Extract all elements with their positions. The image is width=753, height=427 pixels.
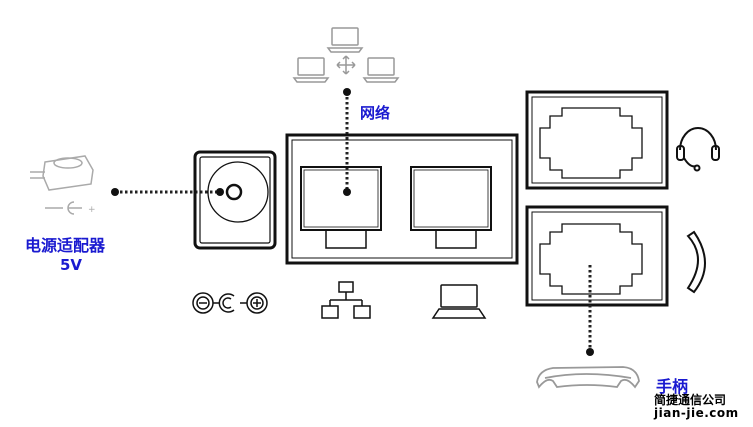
- ethernet-ports-module: [285, 133, 519, 265]
- power-voltage-label: 5V: [60, 256, 83, 274]
- pc-laptop-icon: [431, 284, 487, 319]
- watermark-url: jian-jie.com: [654, 406, 739, 420]
- power-jack-port: [193, 150, 277, 250]
- network-computers-icon: [292, 27, 400, 83]
- svg-text:+: +: [88, 205, 96, 215]
- lan-network-icon: [321, 281, 371, 319]
- network-label: 网络: [360, 104, 391, 122]
- phone-handset-icon: [536, 366, 640, 389]
- headset-port: [525, 90, 669, 190]
- polarity-symbol-icon: [192, 292, 268, 314]
- power-adapter-label: 电源适配器: [25, 236, 106, 255]
- power-connector: [111, 188, 220, 196]
- network-connector: [343, 88, 351, 196]
- lan-port: [300, 166, 382, 249]
- handset-icon: [686, 230, 706, 294]
- headset-icon: [676, 127, 720, 172]
- handset-port: [525, 205, 669, 307]
- pc-port: [410, 166, 492, 249]
- watermark-company: 简捷通信公司: [654, 393, 727, 407]
- power-adapter-icon: +: [30, 155, 96, 215]
- handset-label: 手柄: [656, 377, 689, 396]
- handset-connector: [586, 265, 594, 356]
